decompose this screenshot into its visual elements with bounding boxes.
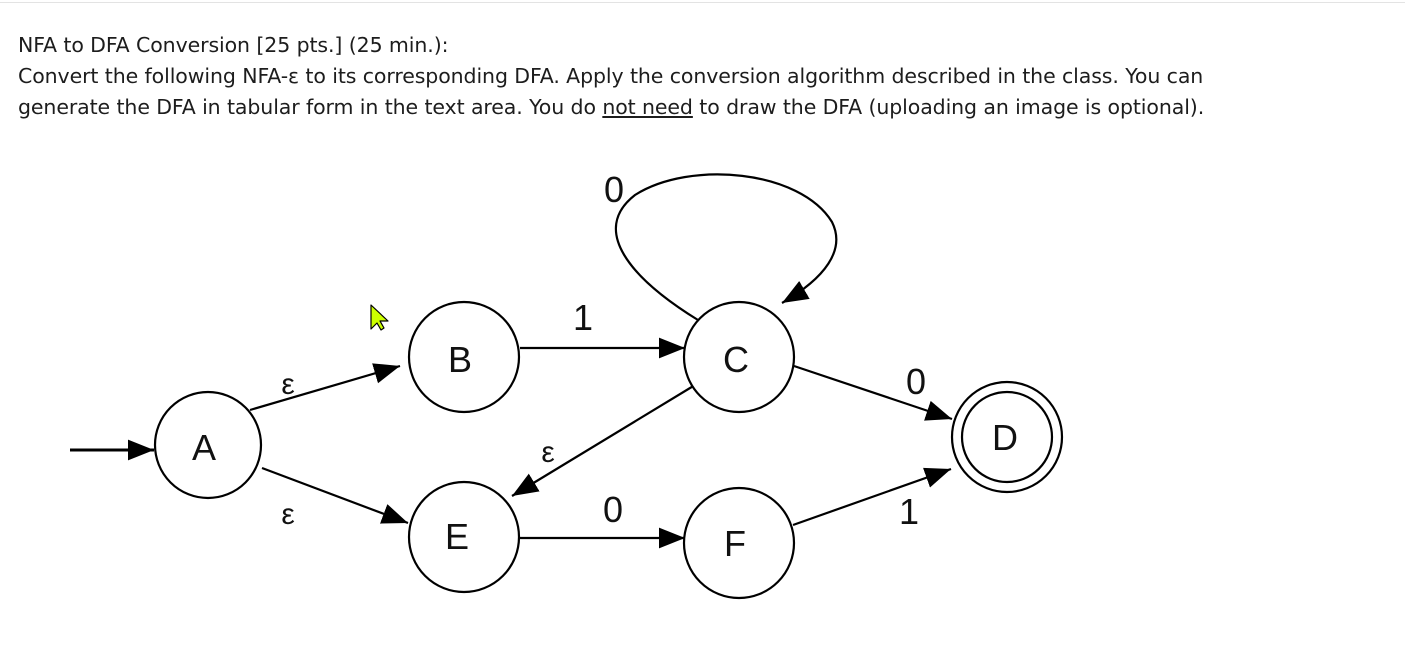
state-c-circle — [682, 300, 796, 414]
transition-c-e — [511, 384, 696, 497]
transition-a-b-label: ε — [281, 368, 294, 401]
state-a-label: A — [192, 427, 216, 468]
top-divider — [0, 2, 1405, 3]
transition-b-c-label: 1 — [573, 297, 593, 338]
transition-a-b — [249, 363, 401, 412]
transition-c-e-label: ε — [541, 436, 554, 469]
question-text: NFA to DFA Conversion [25 pts.] (25 min.… — [18, 30, 1393, 123]
state-e-circle — [407, 480, 521, 594]
transition-f-d-label: 1 — [899, 491, 919, 532]
transition-a-e — [261, 466, 409, 525]
transition-c-c-label: 0 — [604, 169, 624, 210]
state-d-label: D — [992, 417, 1018, 458]
question-instructions-line2: generate the DFA in tabular form in the … — [18, 92, 1393, 123]
state-f-circle — [682, 486, 796, 600]
state-b-circle — [407, 300, 521, 414]
transition-c-d — [793, 364, 953, 421]
state-e-label: E — [445, 516, 469, 557]
transition-c-d-label: 0 — [906, 361, 926, 402]
state-b-label: B — [448, 339, 472, 380]
instructions-text-part2: to draw the DFA (uploading an image is o… — [692, 95, 1205, 119]
transition-f-d — [792, 467, 952, 527]
instructions-text-part1: generate the DFA in tabular form in the … — [18, 95, 603, 119]
transition-e-f-label: 0 — [603, 489, 623, 530]
state-d-inner-circle — [960, 390, 1054, 484]
instructions-underlined-text: not need — [602, 95, 693, 119]
transition-a-e-label: ε — [281, 498, 294, 531]
state-c-label: C — [723, 339, 749, 380]
state-f-label: F — [724, 523, 746, 564]
question-instructions-line1: Convert the following NFA-ε to its corre… — [18, 64, 1204, 88]
mouse-pointer-icon — [370, 304, 389, 331]
transition-c-c-loop — [614, 173, 838, 321]
question-heading: NFA to DFA Conversion [25 pts.] (25 min.… — [18, 33, 449, 57]
state-a-circle — [153, 390, 263, 500]
